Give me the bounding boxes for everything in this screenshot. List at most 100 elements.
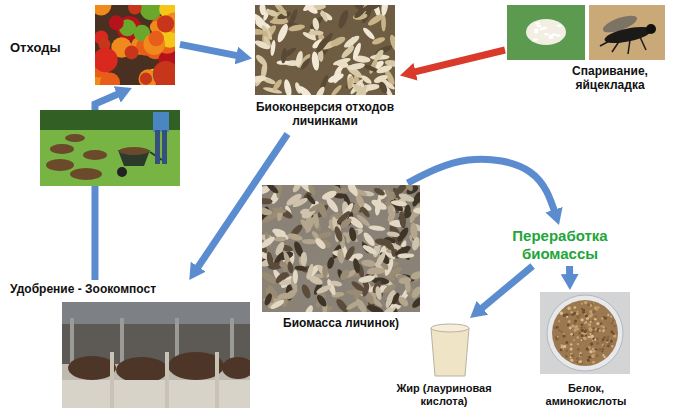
meal-grain bbox=[603, 356, 605, 358]
eggs-photo bbox=[507, 5, 585, 60]
fly-leg bbox=[612, 40, 620, 52]
meal-grain bbox=[608, 342, 611, 345]
flow-arrow bbox=[180, 44, 242, 56]
larva bbox=[382, 239, 395, 252]
meal-grain bbox=[583, 330, 587, 334]
larva bbox=[263, 292, 273, 306]
larva bbox=[308, 15, 324, 31]
meal-grain bbox=[602, 351, 604, 353]
meal-grain bbox=[602, 338, 605, 341]
bioconversion-node: Биоконверсия отходов личинками bbox=[252, 4, 400, 134]
vegetable bbox=[95, 48, 118, 73]
meal-grain bbox=[588, 320, 590, 322]
meal-grain bbox=[589, 304, 592, 307]
jar-rim bbox=[431, 324, 469, 332]
larva bbox=[410, 285, 420, 300]
meal-grain bbox=[605, 327, 607, 329]
meal-grain bbox=[611, 345, 613, 347]
meal-grain bbox=[579, 354, 582, 357]
meal-grain bbox=[596, 322, 599, 325]
garden-photo bbox=[40, 110, 180, 186]
larva bbox=[335, 59, 349, 69]
meal-grain bbox=[584, 327, 586, 329]
meal-grain bbox=[600, 323, 602, 325]
meal-grain bbox=[590, 334, 593, 337]
meal-grain bbox=[585, 315, 587, 317]
compost-heap bbox=[222, 357, 250, 379]
protein-photo bbox=[540, 292, 630, 374]
flow-arrow bbox=[478, 266, 533, 312]
waste-node: Отходы bbox=[8, 4, 180, 88]
larva bbox=[390, 199, 407, 207]
shed-post bbox=[120, 318, 124, 368]
larva bbox=[351, 42, 362, 60]
meal-grain bbox=[591, 355, 594, 358]
larva bbox=[404, 204, 411, 218]
larva bbox=[274, 236, 287, 242]
larva bbox=[347, 62, 365, 71]
node-caption: Биоконверсия отходов личинками bbox=[252, 100, 398, 129]
larva bbox=[299, 57, 312, 71]
meal-grain bbox=[592, 361, 595, 364]
larva bbox=[359, 205, 371, 218]
meal-grain bbox=[564, 332, 566, 334]
photo-ground bbox=[589, 5, 665, 60]
meal-grain bbox=[571, 354, 574, 357]
larva bbox=[362, 26, 377, 41]
larva bbox=[255, 28, 265, 36]
meal-grain bbox=[577, 343, 579, 345]
meal-grain bbox=[568, 320, 571, 323]
larva bbox=[265, 8, 279, 18]
flow-arrow bbox=[408, 159, 556, 215]
larva bbox=[311, 51, 320, 71]
gardener-leg bbox=[155, 130, 160, 164]
meal-grain bbox=[596, 354, 599, 357]
vegetable bbox=[95, 5, 111, 15]
soil-mound bbox=[83, 150, 107, 160]
larva bbox=[348, 227, 357, 242]
larva bbox=[347, 76, 354, 90]
meal-grain bbox=[593, 350, 596, 353]
meal-grain bbox=[598, 348, 601, 351]
larva bbox=[259, 5, 266, 16]
meal-grain bbox=[566, 349, 569, 352]
larva bbox=[378, 81, 389, 95]
meal-grain bbox=[606, 339, 608, 341]
larva bbox=[262, 198, 273, 205]
meal-grain bbox=[596, 349, 598, 351]
protein-node: Белок, аминокислоты bbox=[530, 290, 644, 412]
meal-grain bbox=[590, 342, 593, 345]
breeding-node: Спаривание, яйцекладка bbox=[505, 4, 669, 96]
larva bbox=[291, 196, 309, 209]
larva bbox=[322, 265, 328, 278]
meal-grain bbox=[563, 345, 566, 348]
waste-photo bbox=[95, 5, 175, 85]
larva bbox=[293, 270, 298, 284]
petri-dish bbox=[547, 295, 623, 371]
larva bbox=[270, 40, 277, 57]
meal-grain bbox=[570, 348, 573, 351]
meal-grain bbox=[561, 331, 563, 333]
larva bbox=[272, 207, 287, 214]
meal-grain bbox=[592, 303, 594, 305]
meal-grain bbox=[601, 341, 603, 343]
meal-grain bbox=[581, 318, 584, 321]
meal-grain bbox=[565, 341, 568, 344]
egg bbox=[557, 24, 562, 27]
larva bbox=[318, 231, 333, 239]
shed-roof bbox=[62, 302, 250, 324]
larva bbox=[386, 231, 400, 238]
meal-grain bbox=[565, 355, 568, 358]
meal-grain bbox=[574, 306, 577, 309]
larva bbox=[262, 86, 282, 95]
meal-grain bbox=[595, 328, 597, 330]
meal-grain bbox=[610, 330, 613, 333]
meal-grain bbox=[579, 361, 583, 365]
meal-grain bbox=[584, 322, 586, 324]
larva bbox=[366, 266, 380, 276]
meal-grain bbox=[587, 359, 590, 362]
meal-grain bbox=[588, 356, 591, 359]
meal-grain bbox=[593, 327, 595, 329]
meal-grain bbox=[566, 316, 568, 318]
bay-wall bbox=[62, 380, 250, 408]
